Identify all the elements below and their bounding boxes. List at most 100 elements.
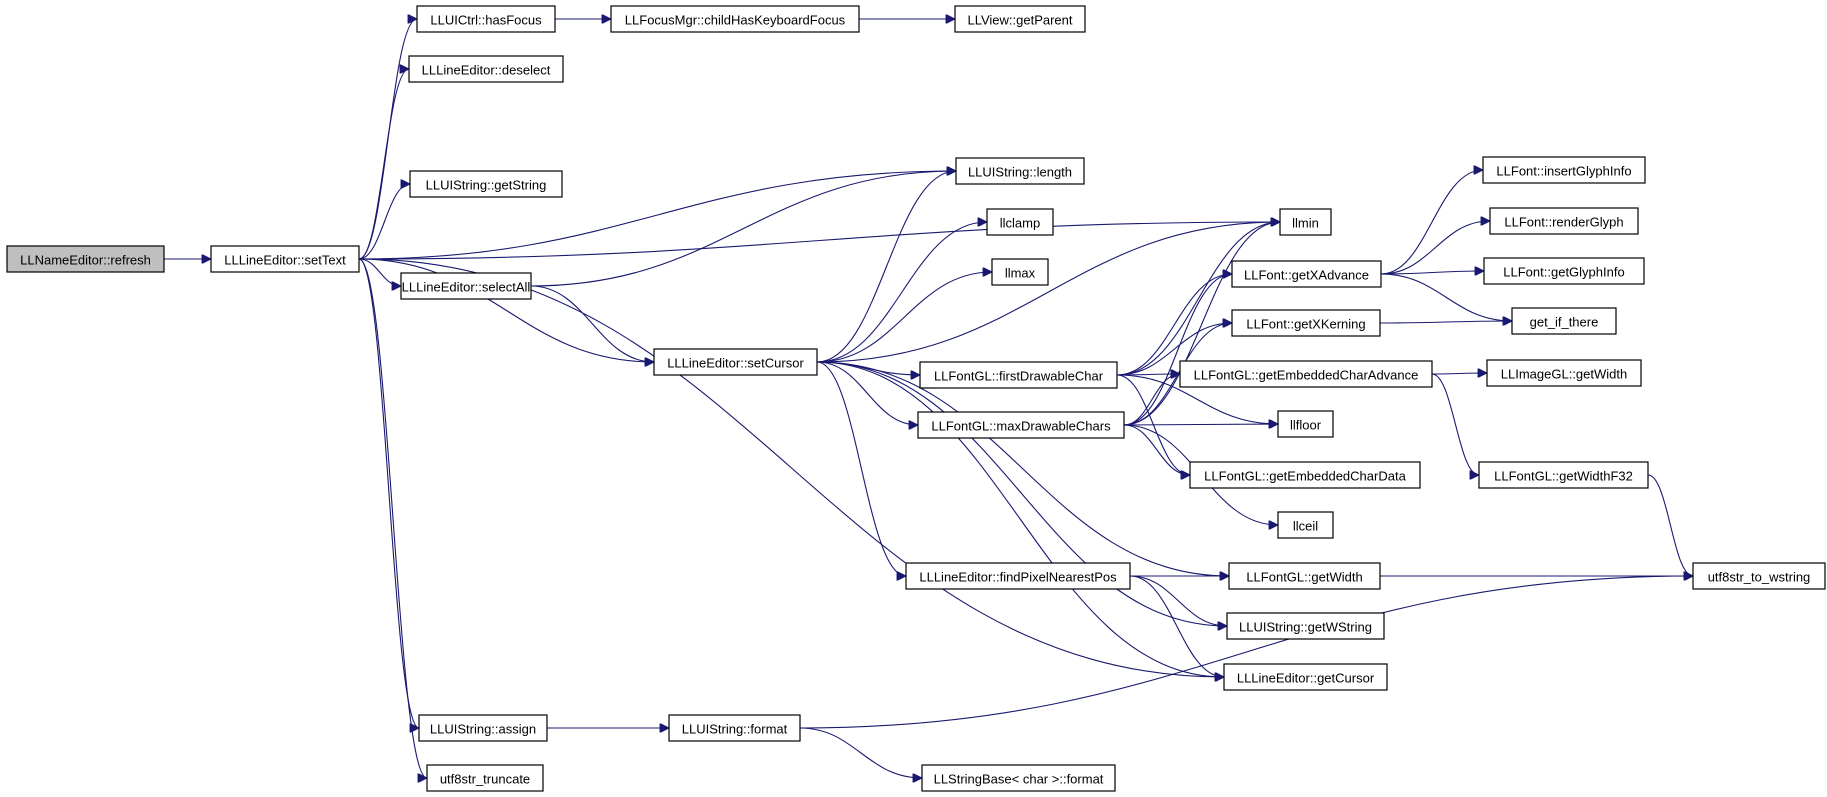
graph-node-fontGetWidth[interactable]: LLFontGL::getWidth [1228, 562, 1381, 590]
node-box [210, 245, 360, 273]
node-label: LLLineEditor::setCursor [667, 356, 804, 371]
node-label: LLLineEditor::getCursor [1237, 671, 1375, 686]
node-box [1511, 307, 1617, 335]
node-label: LLUIString::assign [430, 722, 536, 737]
graph-node-maxDrawableChars[interactable]: LLFontGL::maxDrawableChars [917, 411, 1125, 439]
node-label: LLFontGL::getWidthF32 [1494, 469, 1633, 484]
edge-maxDrawableChars-to-llfloor [1123, 424, 1278, 425]
edge-maxDrawableChars-to-getEmbCharData [1123, 424, 1190, 475]
graph-node-getIfThere[interactable]: get_if_there [1511, 307, 1617, 335]
graph-node-getGlyphInfo[interactable]: LLFont::getGlyphInfo [1483, 257, 1645, 285]
node-label: LLLineEditor::selectAll [402, 280, 531, 295]
node-label: LLNameEditor::refresh [20, 253, 151, 268]
node-box [955, 157, 1085, 185]
graph-node-strFormat[interactable]: LLStringBase< char >::format [921, 764, 1116, 792]
graph-node-llceil[interactable]: llceil [1277, 511, 1334, 539]
graph-node-getEmbCharAdvance[interactable]: LLFontGL::getEmbeddedCharAdvance [1179, 360, 1433, 388]
edge-setCursor-to-llmin [816, 222, 1280, 363]
edge-setText-to-selectAll [358, 258, 401, 286]
node-box [1226, 612, 1385, 640]
node-box [6, 245, 165, 273]
node-label: LLFontGL::getEmbeddedCharData [1204, 469, 1406, 484]
graph-node-getWString[interactable]: LLUIString::getWString [1226, 612, 1385, 640]
graph-node-assign[interactable]: LLUIString::assign [418, 714, 548, 742]
graph-node-getWidthF32[interactable]: LLFontGL::getWidthF32 [1478, 461, 1649, 489]
graph-node-setText[interactable]: LLLineEditor::setText [210, 245, 360, 273]
node-label: LLView::getParent [967, 13, 1072, 28]
edge-firstDrawableChar-to-llfloor [1116, 374, 1278, 424]
graph-node-llmax[interactable]: llmax [991, 258, 1049, 286]
graph-node-firstDrawableChar[interactable]: LLFontGL::firstDrawableChar [919, 361, 1118, 389]
graph-node-renderGlyph[interactable]: LLFont::renderGlyph [1489, 207, 1639, 235]
node-label: LLFontGL::maxDrawableChars [931, 419, 1111, 434]
graph-node-getXKerning[interactable]: LLFont::getXKerning [1231, 309, 1381, 337]
node-label: llfloor [1290, 418, 1322, 433]
nodes-layer: LLNameEditor::refresh LLLineEditor::setTe… [6, 5, 1826, 792]
node-label: LLFocusMgr::childHasKeyboardFocus [625, 13, 846, 28]
graph-node-refresh[interactable]: LLNameEditor::refresh [6, 245, 165, 273]
node-box [1486, 359, 1642, 387]
edge-getEmbCharAdvance-to-getWidthF32 [1431, 373, 1479, 475]
node-label: llceil [1293, 519, 1318, 534]
node-label: LLFont::getGlyphInfo [1503, 265, 1624, 280]
graph-node-getCursor[interactable]: LLLineEditor::getCursor [1223, 663, 1388, 691]
graph-node-setCursor[interactable]: LLLineEditor::setCursor [653, 348, 818, 376]
edge-findPixelNearestPos-to-getWString [1129, 575, 1227, 626]
node-box [409, 170, 563, 198]
edges-layer [164, 19, 1693, 778]
node-label: LLLineEditor::setText [224, 253, 346, 268]
edge-findPixelNearestPos-to-getCursor [1129, 575, 1224, 677]
node-box [991, 258, 1049, 286]
graph-node-getParent[interactable]: LLView::getParent [954, 5, 1086, 33]
node-box [416, 5, 556, 33]
node-label: LLFontGL::getWidth [1246, 570, 1362, 585]
edge-getXAdvance-to-insertGlyphInfo [1380, 170, 1483, 275]
node-label: llclamp [1000, 216, 1040, 231]
node-label: LLUICtrl::hasFocus [430, 13, 542, 28]
graph-node-deselect[interactable]: LLLineEditor::deselect [408, 55, 564, 83]
graph-node-getXAdvance[interactable]: LLFont::getXAdvance [1231, 260, 1382, 288]
edge-firstDrawableChar-to-getXKerning [1116, 323, 1232, 376]
graph-node-childHasKbFocus[interactable]: LLFocusMgr::childHasKeyboardFocus [610, 5, 860, 33]
graph-node-insertGlyphInfo[interactable]: LLFont::insertGlyphInfo [1482, 156, 1646, 184]
graph-node-imgGetWidth[interactable]: LLImageGL::getWidth [1486, 359, 1642, 387]
edge-getXAdvance-to-getGlyphInfo [1380, 271, 1484, 274]
graph-node-selectAll[interactable]: LLLineEditor::selectAll [400, 272, 532, 300]
graph-node-llclamp[interactable]: llclamp [986, 208, 1054, 236]
node-label: LLUIString::format [682, 722, 788, 737]
edge-maxDrawableChars-to-getXAdvance [1123, 274, 1232, 426]
edge-setText-to-assign [358, 258, 419, 728]
node-box [1231, 309, 1381, 337]
graph-node-llmin[interactable]: llmin [1279, 208, 1332, 236]
node-box [1692, 562, 1826, 590]
edge-firstDrawableChar-to-getXAdvance [1116, 274, 1232, 376]
node-label: LLUIString::getString [426, 178, 547, 193]
node-box [1231, 260, 1382, 288]
node-box [610, 5, 860, 33]
edge-setCursor-to-length [816, 171, 956, 363]
node-box [408, 55, 564, 83]
edge-setText-to-getString [358, 184, 410, 260]
graph-node-getString[interactable]: LLUIString::getString [409, 170, 563, 198]
graph-node-findPixelNearestPos[interactable]: LLLineEditor::findPixelNearestPos [905, 562, 1131, 590]
graph-node-hasFocus[interactable]: LLUICtrl::hasFocus [416, 5, 556, 33]
graph-node-truncate[interactable]: utf8str_truncate [426, 764, 544, 792]
edge-setCursor-to-llmax [816, 272, 992, 363]
graph-node-utf8ToWstring[interactable]: utf8str_to_wstring [1692, 562, 1826, 590]
graph-node-length[interactable]: LLUIString::length [955, 157, 1085, 185]
graph-node-getEmbCharData[interactable]: LLFontGL::getEmbeddedCharData [1189, 461, 1421, 489]
node-label: LLStringBase< char >::format [934, 772, 1104, 787]
node-box [653, 348, 818, 376]
node-box [1482, 156, 1646, 184]
node-label: LLUIString::length [968, 165, 1072, 180]
edge-getEmbCharAdvance-to-imgGetWidth [1431, 373, 1487, 374]
edge-setText-to-setCursor [358, 258, 654, 362]
node-label: LLFontGL::getEmbeddedCharAdvance [1194, 368, 1419, 383]
node-label: llmax [1005, 266, 1036, 281]
node-box [668, 714, 801, 742]
node-box [954, 5, 1086, 33]
graph-node-format[interactable]: LLUIString::format [668, 714, 801, 742]
edge-format-to-utf8ToWstring [799, 576, 1693, 729]
graph-node-llfloor[interactable]: llfloor [1277, 410, 1334, 438]
